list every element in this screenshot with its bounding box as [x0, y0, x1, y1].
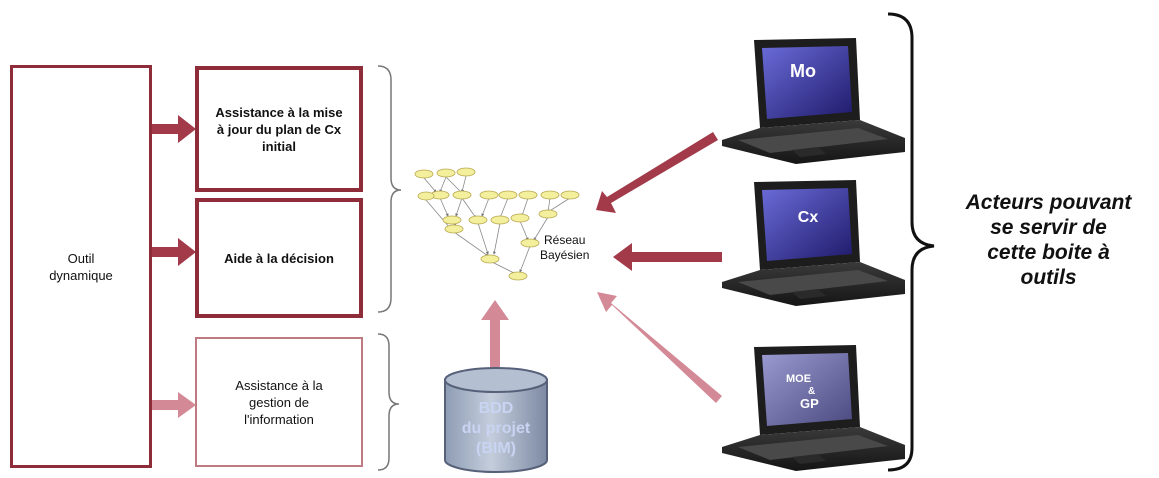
module-3-line2: gestion de [249, 394, 309, 410]
module-3-line1: Assistance à la [235, 377, 323, 393]
arrow-mo-to-network [596, 132, 718, 213]
laptop-moe-gp [722, 345, 905, 471]
actors-caption-line4: outils [1020, 266, 1077, 289]
database-label-line2: du projet [462, 420, 531, 437]
bayesian-label-line2: Bayésien [540, 248, 590, 262]
bayesian-network-label: Réseau Bayésien [540, 233, 589, 263]
module-1-line3: initial [262, 138, 296, 154]
laptop-mo [722, 38, 905, 164]
module-gestion-information-box: Assistance à la gestion de l'information [195, 337, 363, 467]
actors-brace [887, 12, 935, 472]
module-2-line1: Aide à la décision [224, 250, 334, 266]
brace-lower [377, 333, 400, 471]
bayesian-label-line1: Réseau [544, 233, 586, 247]
arrow-outil-to-mise-a-jour [152, 115, 196, 143]
actors-caption-line2: se servir de [990, 216, 1107, 239]
module-3-line3: l'information [244, 411, 314, 427]
laptop-cx [722, 180, 905, 306]
brace-upper [377, 65, 402, 313]
laptop-cx-label: Cx [798, 209, 819, 226]
actors-caption-line1: Acteurs pouvant [965, 191, 1132, 214]
module-aide-decision-box: Aide à la décision [195, 198, 363, 318]
module-1-line1: Assistance à la mise [215, 104, 343, 120]
arrow-outil-to-information [152, 392, 196, 418]
arrow-cx-to-network [613, 243, 722, 271]
arrow-bdd-to-network [481, 300, 509, 369]
database-label-line3: (BIM) [476, 440, 516, 457]
outil-dynamique-box: Outil dynamique [10, 65, 152, 468]
laptop-gp-label: GP [800, 396, 819, 411]
laptop-amp-label: & [808, 386, 815, 397]
arrow-moe-gp-to-network [597, 292, 722, 403]
database-cylinder [444, 367, 548, 473]
laptop-mo-label: Mo [790, 61, 816, 81]
bayesian-network-graph [414, 167, 580, 281]
module-mise-a-jour-box: Assistance à la mise à jour du plan de C… [195, 66, 363, 192]
actors-caption: Acteurs pouvant se servir de cette boite… [938, 190, 1159, 290]
actors-caption-line3: cette boite à [987, 241, 1110, 264]
arrow-outil-to-decision [152, 238, 196, 266]
outil-label-line2: dynamique [49, 267, 113, 283]
laptop-moe-label: MOE [786, 373, 811, 385]
module-1-line2: à jour du plan de Cx [216, 121, 342, 137]
outil-label-line1: Outil [67, 250, 95, 266]
database-label-line1: BDD [479, 400, 514, 417]
